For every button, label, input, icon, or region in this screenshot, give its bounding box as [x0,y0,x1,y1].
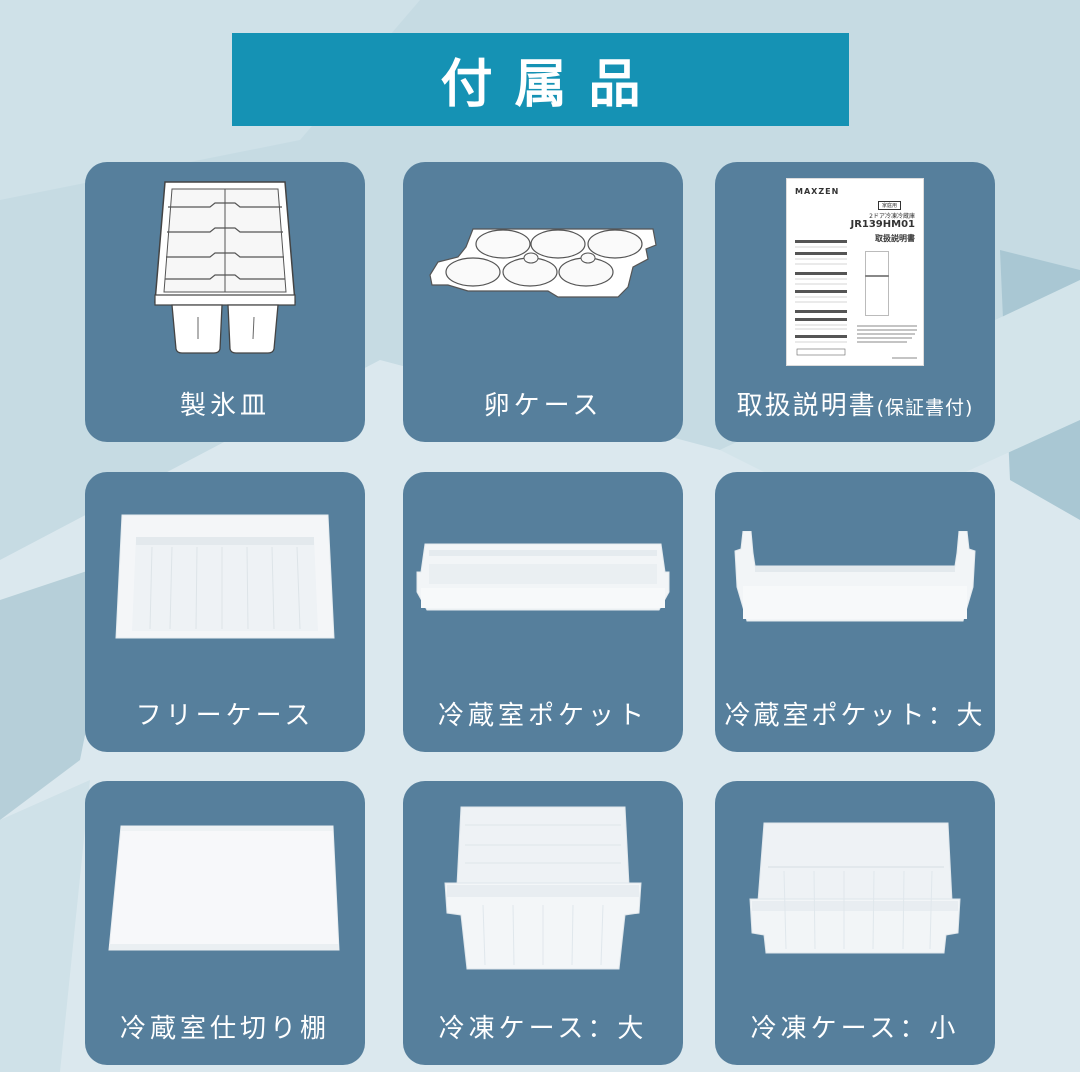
manual-model: JR139HM01 [850,219,915,230]
manual-booklet-image: MAXZEN 家庭用 2ドア冷凍冷蔵庫 JR139HM01 取扱説明書 [715,162,995,382]
manual-subtitle: 2ドア冷凍冷蔵庫 [869,213,915,220]
accessory-card-fridge-shelf: 冷蔵室仕切り棚 [85,781,365,1065]
freezer-drawer-large-image [403,781,683,995]
accessory-card-manual: MAXZEN 家庭用 2ドア冷凍冷蔵庫 JR139HM01 取扱説明書 [715,162,995,442]
manual-notes-lines [857,325,917,359]
free-case-image [85,472,365,682]
page-title: 付属品 [440,55,663,115]
accessory-label: 冷蔵室仕切り棚 [119,1014,330,1044]
freezer-drawer-small-image [715,781,995,995]
manual-brand: MAXZEN [795,187,840,196]
accessory-label: 製氷皿 [179,391,270,421]
ice-tray-image [85,162,365,372]
shelf-panel-image [85,781,365,995]
accessory-card-free-case: フリーケース [85,472,365,752]
door-pocket-large-image [715,472,995,682]
accessory-card-fridge-pocket: 冷蔵室ポケット [403,472,683,752]
accessory-card-freezer-case-small: 冷凍ケース：小 [715,781,995,1065]
accessory-label: 冷凍ケース：大 [438,1014,648,1044]
accessory-label: 冷蔵室ポケット [437,701,648,731]
accessory-label: 取扱説明書(保証書付) [736,391,974,421]
manual-doc-title: 取扱説明書 [875,234,915,243]
accessory-card-ice-tray: 製氷皿 [85,162,365,442]
accessory-card-egg-case: 卵ケース [403,162,683,442]
manual-contents-lines [795,240,847,356]
fridge-illustration [865,251,889,316]
accessory-label: 冷蔵室ポケット：大 [724,701,986,731]
door-pocket-image [403,472,683,682]
accessory-label: 卵ケース [483,391,603,421]
manual-badge: 家庭用 [877,201,901,210]
egg-tray-image [403,162,683,372]
accessory-card-freezer-case-large: 冷凍ケース：大 [403,781,683,1065]
page-title-banner: 付属品 [232,33,849,126]
accessory-label: フリーケース [135,701,315,731]
accessory-label: 冷凍ケース：小 [750,1014,960,1044]
accessory-card-fridge-pocket-large: 冷蔵室ポケット：大 [715,472,995,752]
manual-booklet: MAXZEN 家庭用 2ドア冷凍冷蔵庫 JR139HM01 取扱説明書 [786,178,924,366]
